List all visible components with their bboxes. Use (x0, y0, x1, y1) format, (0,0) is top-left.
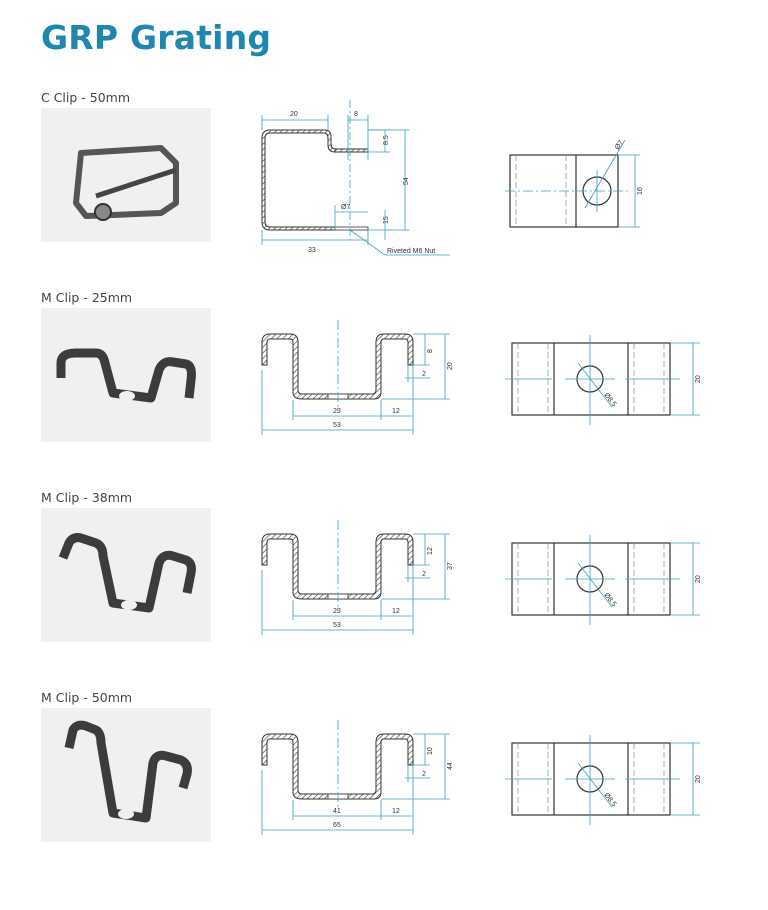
dim-flange: 12 (392, 608, 400, 615)
dim-height: 54 (403, 177, 410, 185)
dim-flange: 12 (392, 408, 400, 415)
dim-hole: Ø8.5 (602, 792, 617, 808)
clip-section-m-25: M Clip - 25mm 8 20 2 29 12 53 (0, 290, 768, 490)
dim-height: 44 (447, 762, 454, 770)
clip-photo (41, 108, 211, 242)
clip-photo (41, 508, 211, 642)
dim-height: 37 (447, 562, 454, 570)
m-clip-side-drawing: 12 37 2 29 12 53 (261, 520, 454, 635)
dim-height: 16 (637, 187, 644, 195)
dim-lower-gap: 15 (383, 216, 390, 224)
dim-height: 20 (695, 775, 702, 783)
m-clip-side-drawing: 10 44 2 41 12 65 (261, 720, 454, 835)
dim-thickness: 2 (422, 771, 426, 778)
dim-lip: 12 (427, 547, 434, 555)
m-clip-image-icon (58, 533, 196, 613)
clip-section-c-50: C Clip - 50mm 20 8 8.5 (0, 90, 768, 290)
dim-hole: Ø7 (614, 139, 625, 151)
dim-bottom-width: 33 (308, 247, 316, 254)
riveted-nut-note: Riveted M6 Nut (387, 248, 435, 255)
clip-photo (41, 308, 211, 442)
dim-hole: Ø7 (341, 204, 350, 211)
dim-inner-width: 29 (333, 408, 341, 415)
c-clip-front-drawing: Ø7 16 (505, 139, 644, 228)
c-clip-image-icon (73, 145, 179, 221)
dim-lip: 8 (427, 349, 434, 353)
dim-upper-lip: 8.5 (383, 135, 390, 145)
dim-slot: 8 (354, 111, 358, 118)
clip-label: M Clip - 25mm (41, 290, 133, 305)
dim-overall-width: 53 (333, 422, 341, 429)
dim-top-width: 20 (290, 111, 298, 118)
m-clip-image-icon (64, 720, 192, 823)
dim-height: 20 (447, 362, 454, 370)
page-title: GRP Grating (41, 18, 272, 57)
m-clip-image-icon (56, 348, 196, 403)
dim-hole: Ø8.5 (602, 592, 617, 608)
dim-thickness: 2 (422, 571, 426, 578)
m-clip-front-drawing: Ø8.5 20 (505, 535, 702, 625)
dim-flange: 12 (392, 808, 400, 815)
clip-label: C Clip - 50mm (41, 90, 131, 105)
dim-thickness: 2 (422, 371, 426, 378)
dim-height: 20 (695, 375, 702, 383)
dim-hole: Ø8.5 (602, 392, 617, 408)
dim-overall-width: 65 (333, 822, 341, 829)
dim-lip: 10 (427, 747, 434, 755)
clip-section-m-50: M Clip - 50mm 10 44 2 41 12 65 (0, 690, 768, 890)
c-clip-side-drawing: 20 8 8.5 54 Ø7 15 33 Riveted M6 Nut (261, 100, 450, 256)
clip-section-m-38: M Clip - 38mm 12 37 2 29 12 53 (0, 490, 768, 690)
clip-label: M Clip - 50mm (41, 690, 133, 705)
clip-photo (41, 708, 211, 842)
m-clip-front-drawing: Ø8.5 20 (505, 335, 702, 425)
dim-overall-width: 53 (333, 622, 341, 629)
clip-label: M Clip - 38mm (41, 490, 133, 505)
dim-height: 20 (695, 575, 702, 583)
m-clip-side-drawing: 8 20 2 29 12 53 (261, 320, 454, 435)
dim-inner-width: 41 (333, 808, 341, 815)
dim-inner-width: 29 (333, 608, 341, 615)
m-clip-front-drawing: Ø8.5 20 (505, 735, 702, 825)
